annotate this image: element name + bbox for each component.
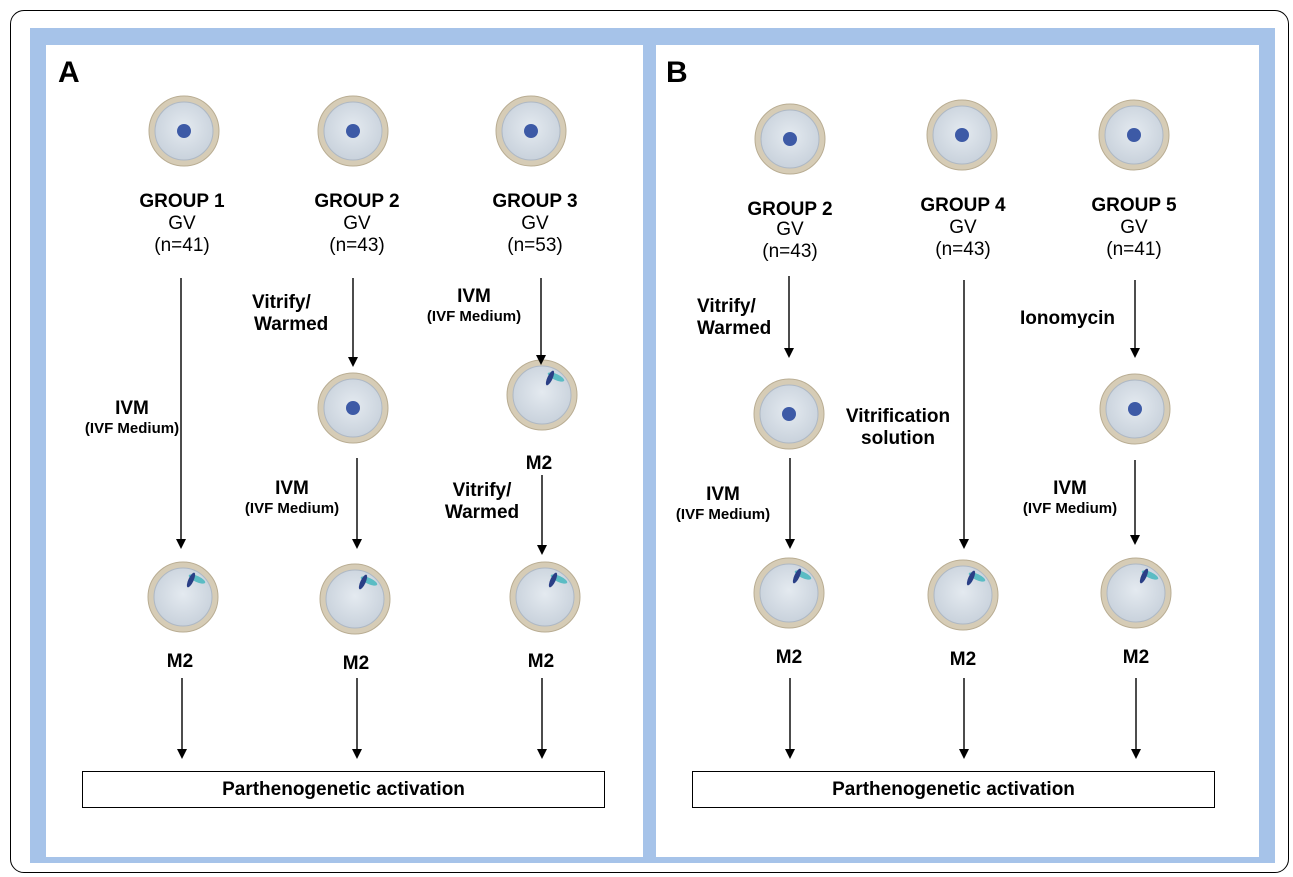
panel-a-g2-ivm-label: IVM (IVF Medium): [244, 478, 340, 517]
panel-b-g4-oocyte-m2: [927, 559, 999, 631]
panel-a-g2-vitrify-label: Vitrify/ Warmed: [252, 292, 329, 335]
panel-b-g4-vitrification-label: Vitrification solution: [845, 406, 951, 449]
panel-b-g5-ionomycin-label: Ionomycin: [1020, 308, 1116, 329]
panel-a: [46, 45, 643, 857]
panel-b-label: B: [666, 56, 688, 89]
panel-a-group3-n: (n=53): [507, 235, 563, 256]
spindle-icon: [545, 370, 555, 386]
panel-b-outcome-2: M2: [949, 649, 977, 670]
nucleus-icon: [1128, 402, 1142, 416]
panel-a-g2-oocyte-gv: [317, 95, 389, 167]
spindle-icon: [358, 574, 368, 590]
panel-a-group2-name: GROUP 2: [314, 191, 400, 212]
spindle-icon: [966, 570, 976, 586]
panel-b-group5-name: GROUP 5: [1091, 195, 1177, 216]
spindle-icon: [186, 572, 196, 588]
panel-a-g3-oocyte-m2-mid: [506, 359, 578, 431]
panel-b-outcome-3: M2: [1122, 647, 1150, 668]
panel-b-group5-stage: GV: [1120, 217, 1148, 238]
spindle-icon: [792, 568, 802, 584]
panel-b-g5-oocyte-m2: [1100, 557, 1172, 629]
panel-a-g3-ivm-label: IVM (IVF Medium): [426, 286, 522, 325]
panel-a-group1-name: GROUP 1: [139, 191, 225, 212]
panel-a-g3-vitrify-label: Vitrify/ Warmed: [444, 480, 520, 523]
panel-a-group1-stage: GV: [168, 213, 196, 234]
spindle-icon: [548, 572, 558, 588]
panel-b-g2-oocyte-gv: [754, 103, 826, 175]
panel-b-g4-oocyte-gv: [926, 99, 998, 171]
panel-a-group2-stage: GV: [343, 213, 371, 234]
arrows-layer: [176, 276, 1141, 759]
nucleus-icon: [783, 132, 797, 146]
nucleus-icon: [346, 401, 360, 415]
panel-b-g5-oocyte-gv: [1098, 99, 1170, 171]
spindle-icon: [1139, 568, 1149, 584]
panel-b-final-box: Parthenogenetic activation: [692, 771, 1215, 808]
nucleus-icon: [524, 124, 538, 138]
panel-b-group4-n: (n=43): [935, 239, 991, 260]
panel-b-group4-name: GROUP 4: [920, 195, 1006, 216]
panel-b-g2-ivm-label: IVM (IVF Medium): [675, 484, 771, 523]
panel-a-g1-oocyte-gv: [148, 95, 220, 167]
nucleus-icon: [782, 407, 796, 421]
nucleus-icon: [955, 128, 969, 142]
panel-a-group1-n: (n=41): [154, 235, 210, 256]
panel-b-outcome-1: M2: [775, 647, 803, 668]
nucleus-icon: [177, 124, 191, 138]
nucleus-icon: [346, 124, 360, 138]
panel-b-group2-stage: GV: [776, 219, 804, 240]
panel-a-g3-oocyte-m2: [509, 561, 581, 633]
panel-a-outcome-2: M2: [342, 653, 370, 674]
panel-a-g1-ivm-label: IVM (IVF Medium): [84, 398, 180, 437]
panel-a-final-box: Parthenogenetic activation: [82, 771, 605, 808]
panel-a-outcome-1: M2: [166, 651, 194, 672]
panel-a-group3-name: GROUP 3: [492, 191, 578, 212]
panel-a-label: A: [58, 56, 80, 89]
panel-a-g3-oocyte-gv: [495, 95, 567, 167]
panel-a-g3-mid-m2: M2: [525, 453, 553, 474]
panel-a-outcome-3: M2: [527, 651, 555, 672]
panel-a-g2-oocyte-m2: [319, 563, 391, 635]
panel-a-group2-n: (n=43): [329, 235, 385, 256]
panel-a-group3-stage: GV: [521, 213, 549, 234]
panel-b-g5-ivm-label: IVM (IVF Medium): [1022, 478, 1118, 517]
panel-b: [656, 45, 1259, 857]
panel-a-g2-oocyte-warmed: [317, 372, 389, 444]
panel-b-g5-oocyte-treated: [1099, 373, 1171, 445]
nucleus-icon: [1127, 128, 1141, 142]
panel-b-g2-oocyte-warmed: [753, 378, 825, 450]
panel-b-group2-n: (n=43): [762, 241, 818, 262]
panel-b-group2-name: GROUP 2: [747, 199, 833, 220]
panel-b-g2-vitrify-label: Vitrify/ Warmed: [697, 296, 772, 339]
panel-b-group4-stage: GV: [949, 217, 977, 238]
oocytes-layer: [147, 95, 1172, 635]
panel-a-g1-oocyte-m2: [147, 561, 219, 633]
panel-b-g2-oocyte-m2: [753, 557, 825, 629]
panel-b-group5-n: (n=41): [1106, 239, 1162, 260]
